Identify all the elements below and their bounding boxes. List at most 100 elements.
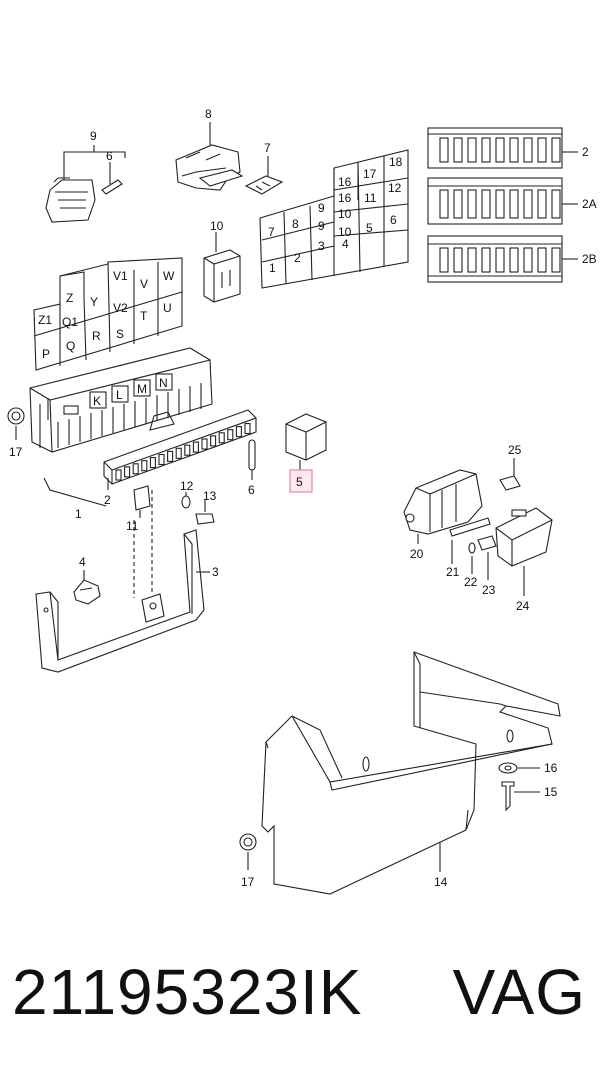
callout-25: 25 [508, 443, 522, 457]
part-22-washer [468, 542, 476, 574]
brand-label: VAG [452, 956, 586, 1028]
right-grid-10b: 10 [338, 207, 352, 221]
strip-rib [453, 247, 463, 273]
fuse-slot [210, 435, 217, 447]
strip-rib [537, 189, 547, 219]
strip-rib [551, 137, 561, 163]
relay-label-n: N [159, 376, 168, 390]
callout-17-top: 17 [9, 445, 23, 459]
left-grid-w: W [163, 269, 175, 283]
fuse-slot [244, 422, 251, 435]
fuse-strip [103, 409, 257, 485]
fuse-slot [184, 444, 191, 456]
fuse-slot [115, 469, 122, 481]
callout-23: 23 [482, 583, 496, 597]
part-3-mounting-bracket [35, 529, 210, 673]
left-grid-s: S [116, 327, 124, 341]
part-24-module [495, 507, 553, 596]
part-23-screw [477, 535, 497, 580]
callout-15: 15 [544, 785, 558, 799]
strip-rib [495, 137, 505, 163]
left-grid-p: P [42, 347, 50, 361]
callout-22: 22 [464, 575, 478, 589]
right-grid-9: 9 [318, 201, 325, 215]
strip-rib [537, 247, 547, 273]
left-grid-q1: Q1 [62, 315, 78, 329]
part-10-relay [203, 232, 241, 303]
strip-rib [537, 137, 547, 163]
part-5-relay [285, 413, 327, 493]
fuse-slot [192, 441, 199, 453]
callout-7: 7 [264, 141, 271, 155]
part-7-fuse [244, 156, 284, 195]
parts-exploded-diagram: 9 6 8 7 2 2A 2B 7 8 9 1 [7, 107, 597, 895]
strip-rib [439, 247, 449, 273]
right-grid-7: 7 [268, 225, 275, 239]
right-grid-11: 11 [364, 191, 377, 205]
part-2a-cover-strip [427, 177, 578, 225]
part-20-control-unit [403, 469, 483, 544]
callout-6-pin: 6 [248, 483, 255, 497]
strip-rib [523, 137, 533, 163]
fuse-slot [175, 447, 182, 459]
part-8-relay-base [175, 122, 244, 191]
strip-rib [439, 189, 449, 219]
right-grid-5: 5 [366, 221, 373, 235]
callout-12: 12 [180, 479, 194, 493]
left-grid-v: V [140, 277, 148, 291]
callout-4: 4 [79, 555, 86, 569]
right-grid-10a: 10 [338, 225, 352, 239]
part-6-fuse-pin [248, 439, 256, 480]
right-grid-16: 16 [338, 175, 352, 189]
callout-8: 8 [205, 107, 212, 121]
right-grid-3: 3 [318, 239, 325, 253]
strip-rib [453, 189, 463, 219]
callout-2a: 2A [582, 197, 597, 211]
right-grid-4: 4 [342, 237, 349, 251]
left-grid-v2: V2 [113, 301, 128, 315]
part-9-relay-socket [45, 145, 126, 223]
strip-rib [523, 189, 533, 219]
callout-14: 14 [434, 875, 448, 889]
callout-1: 1 [75, 507, 82, 521]
part-number: 21195323IK [12, 956, 363, 1028]
callout-10: 10 [210, 219, 224, 233]
part-11-bracket-clip [133, 485, 151, 518]
part-16-washer [498, 762, 540, 774]
left-grid-t: T [140, 309, 148, 323]
left-grid-v1: V1 [113, 269, 128, 283]
strip-rib [467, 247, 477, 273]
right-grid-16b: 16 [338, 191, 352, 205]
fuse-slot [235, 426, 242, 438]
fuse-slot [149, 457, 156, 469]
strip-rib [551, 247, 561, 273]
callout-2: 2 [582, 145, 589, 159]
part-25-screw [499, 458, 521, 491]
part-17-clip-bottom [239, 833, 257, 870]
left-grid-z1: Z1 [38, 313, 52, 327]
callout-5: 5 [296, 475, 303, 489]
part-4-grommet [73, 570, 101, 605]
right-grid-18: 18 [389, 155, 403, 169]
part-17-clip [7, 407, 25, 440]
callout-2b: 2B [582, 252, 597, 266]
relay-label-m: M [137, 382, 147, 396]
relay-label-l: L [116, 388, 123, 402]
callout-24: 24 [516, 599, 530, 613]
callout-20: 20 [410, 547, 424, 561]
strip-rib [509, 137, 519, 163]
right-grid-12: 12 [388, 181, 402, 195]
part-21-plate [449, 517, 491, 564]
strip-rib [467, 137, 477, 163]
part-14-cover [261, 651, 561, 895]
right-grid-8: 8 [292, 217, 299, 231]
right-grid-17: 17 [363, 167, 377, 181]
right-grid-2: 2 [294, 251, 301, 265]
relay-label-k: K [93, 394, 101, 408]
fuse-slot [218, 432, 225, 444]
strip-rib [551, 189, 561, 219]
strip-rib [495, 247, 505, 273]
strip-rib [509, 247, 519, 273]
strip-rib [453, 137, 463, 163]
left-grid-z: Z [66, 291, 73, 305]
